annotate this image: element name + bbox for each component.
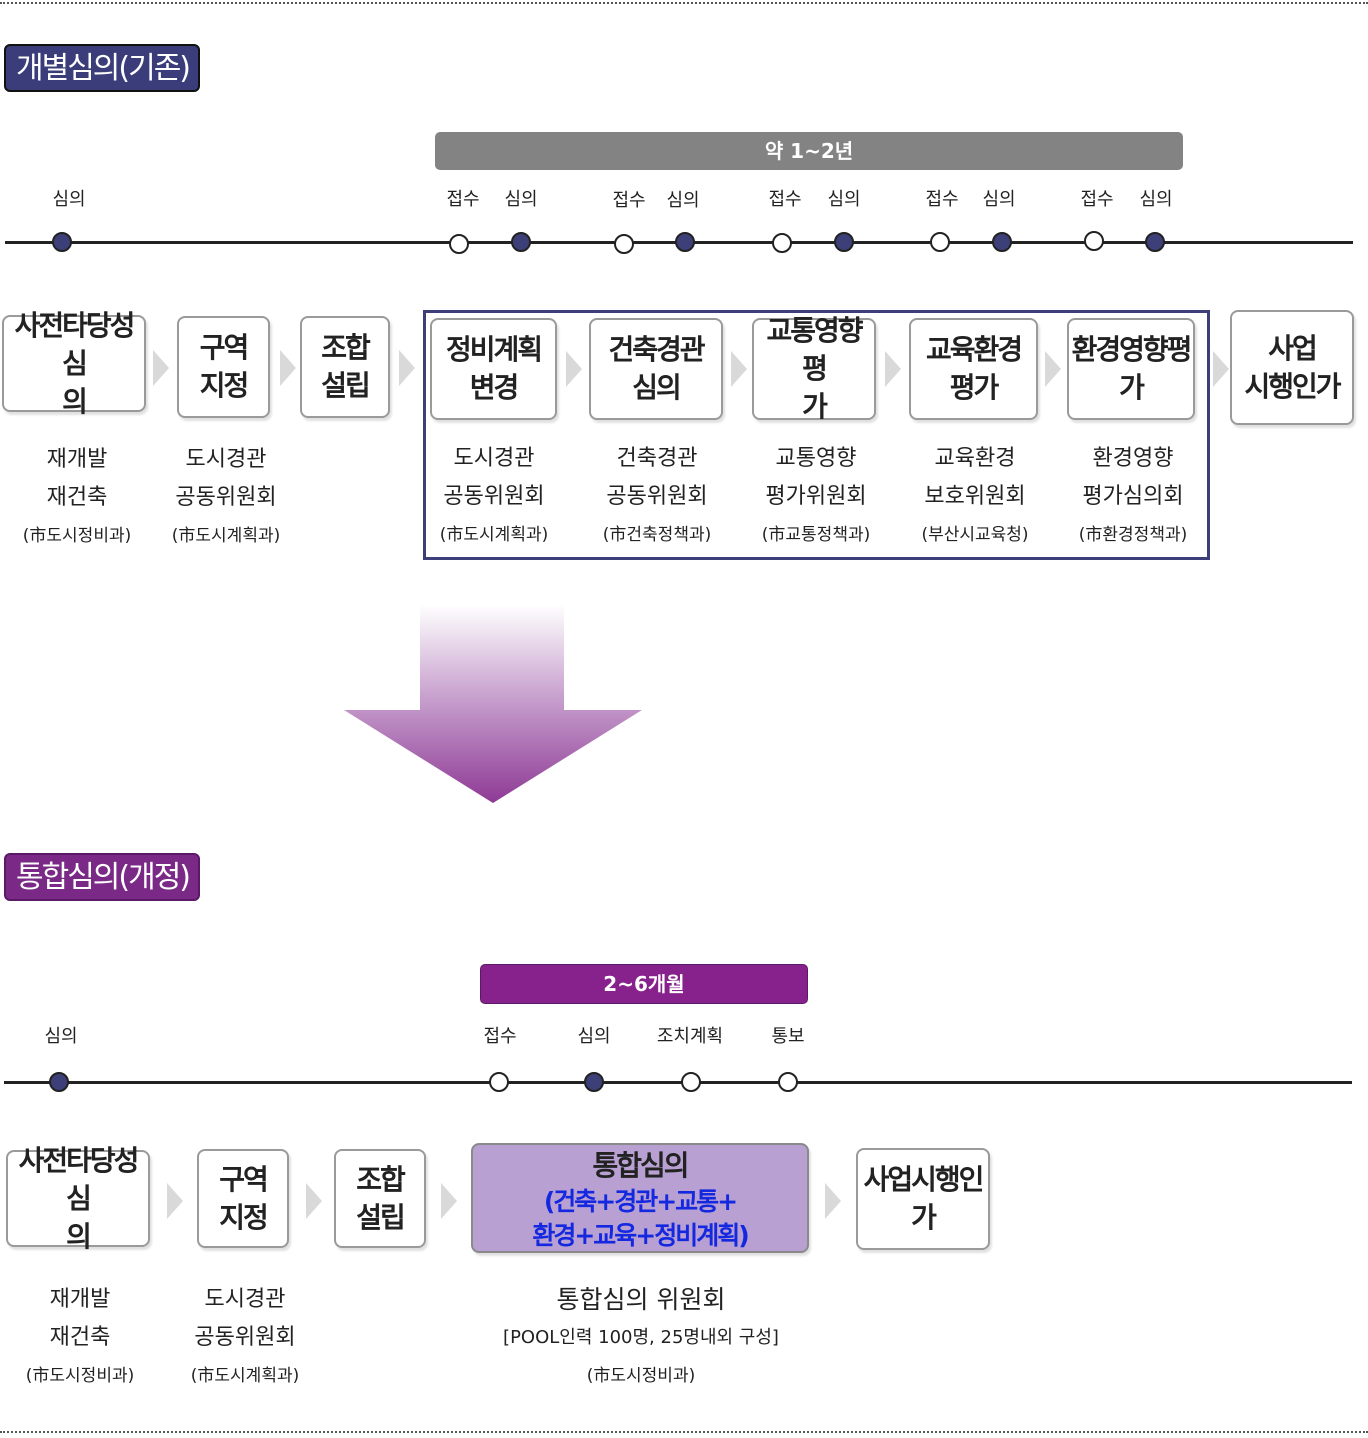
timeline-dot-receipt <box>772 233 792 253</box>
timeline-line <box>4 1081 1352 1084</box>
chevron-right-icon <box>1213 351 1229 387</box>
timeline-label: 심의 <box>52 189 86 210</box>
timeline-dot-review <box>675 232 695 252</box>
timeline-dot-receipt <box>614 234 634 254</box>
timeline-label: 접수 <box>612 190 646 211</box>
timeline-dot-review <box>1145 232 1165 252</box>
integrated-review-title: 통합심의 <box>592 1149 689 1182</box>
chevron-right-icon <box>399 350 415 386</box>
chevron-right-icon <box>731 351 747 387</box>
timeline-dot-receipt <box>930 232 950 252</box>
separate-review-group-frame <box>423 310 1210 560</box>
revised-section-tag: 통합심의(개정) <box>4 853 200 901</box>
timeline-label: 심의 <box>827 189 861 210</box>
timeline-dot-action-plan <box>681 1072 701 1092</box>
chevron-right-icon <box>441 1183 457 1219</box>
timeline-label: 접수 <box>768 189 802 210</box>
down-arrow-icon <box>344 605 642 803</box>
chevron-right-icon <box>280 350 296 386</box>
timeline-label: 접수 <box>483 1026 517 1047</box>
timeline-label: 심의 <box>666 190 700 211</box>
timeline-label: 통보 <box>771 1026 805 1047</box>
timeline-dot-receipt <box>449 234 469 254</box>
timeline-dot-receipt <box>1084 231 1104 251</box>
existing-section-tag: 개별심의(기존) <box>4 44 200 92</box>
timeline-label: 접수 <box>1080 189 1114 210</box>
timeline-dot-review <box>511 232 531 252</box>
timeline-dot-review <box>584 1072 604 1092</box>
integrated-review-scope: 환경+교육+정비계획) <box>532 1221 749 1250</box>
timeline-label: 심의 <box>504 189 538 210</box>
timeline-label: 심의 <box>44 1026 78 1047</box>
timeline-label: 조치계획 <box>656 1026 724 1047</box>
top-dotted-border <box>0 2 1368 4</box>
chevron-right-icon <box>153 350 169 386</box>
chevron-right-icon <box>885 351 901 387</box>
chevron-right-icon <box>825 1183 841 1219</box>
chevron-right-icon <box>167 1183 183 1219</box>
timeline-label: 접수 <box>446 189 480 210</box>
timeline-dot-review <box>52 232 72 252</box>
chevron-right-icon <box>306 1183 322 1219</box>
integrated-review-scope: (건축+경관+교통+ <box>543 1187 738 1216</box>
timeline-label: 접수 <box>925 189 959 210</box>
existing-duration-bar: 약 1~2년 <box>435 132 1183 170</box>
bottom-dotted-border <box>0 1431 1368 1433</box>
timeline-dot-review <box>49 1072 69 1092</box>
timeline-dot-review <box>992 232 1012 252</box>
desc-integrated-committee: 통합심의 위원회 [POOL인력 100명, 25명내외 구성] (市도시정비과… <box>503 1285 779 1386</box>
timeline-label: 심의 <box>1139 189 1173 210</box>
integrated-review-box: 통합심의 (건축+경관+교통+ 환경+교육+정비계획) <box>471 1143 809 1253</box>
chevron-right-icon <box>566 351 582 387</box>
timeline-dot-review <box>834 232 854 252</box>
timeline-dot-receipt <box>489 1072 509 1092</box>
chevron-right-icon <box>1045 351 1061 387</box>
revised-duration-bar: 2~6개월 <box>480 964 808 1004</box>
timeline-dot-notice <box>778 1072 798 1092</box>
timeline-label: 심의 <box>577 1026 611 1047</box>
timeline-label: 심의 <box>982 189 1016 210</box>
